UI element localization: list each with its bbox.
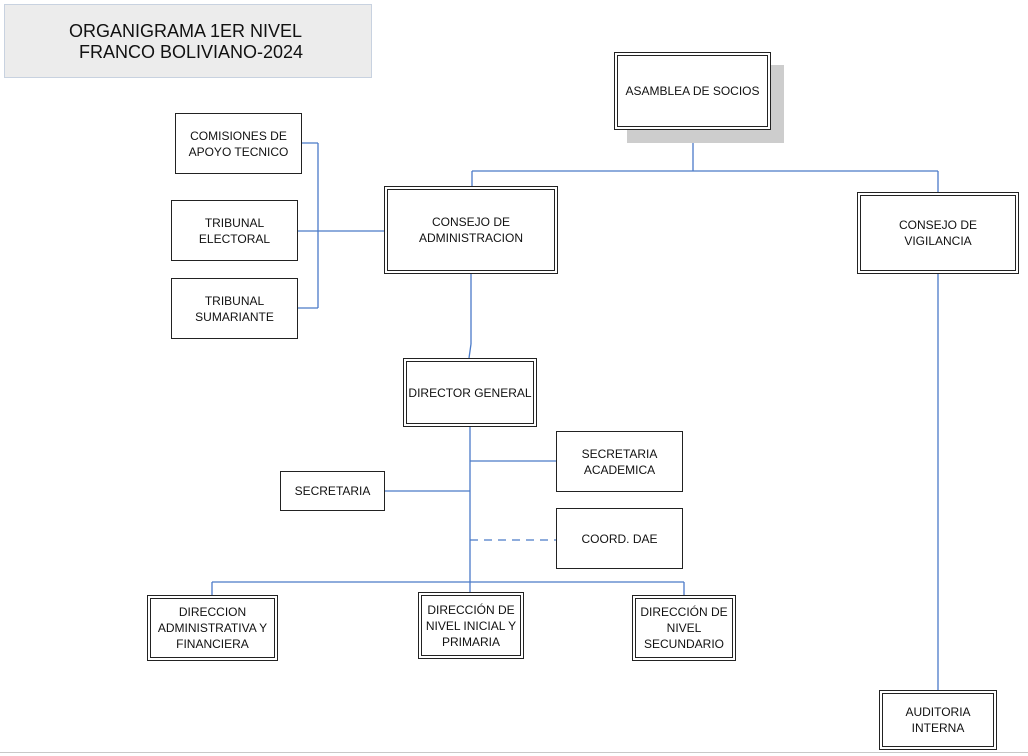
node-director-general[interactable]: DIRECTOR GENERAL — [403, 358, 537, 427]
chart-title-line1: ORGANIGRAMA 1ER NIVEL — [69, 21, 303, 41]
node-label: CONSEJO DE ADMINISTRACION — [418, 215, 523, 245]
node-direccion-nivel-secundario[interactable]: DIRECCIÓN DE NIVEL SECUNDARIO — [632, 595, 736, 661]
node-label: CONSEJO DE VIGILANCIA — [898, 218, 977, 248]
node-consejo-de-administracion[interactable]: CONSEJO DE ADMINISTRACION — [384, 186, 558, 274]
chart-title: ORGANIGRAMA 1ER NIVEL FRANCO BOLIVIANO-2… — [4, 4, 372, 78]
node-auditoria-interna[interactable]: AUDITORIA INTERNA — [879, 690, 997, 750]
node-tribunal-sumariante[interactable]: TRIBUNAL SUMARIANTE — [171, 278, 298, 339]
node-tribunal-electoral[interactable]: TRIBUNAL ELECTORAL — [171, 200, 298, 261]
chart-title-line2: FRANCO BOLIVIANO-2024 — [79, 42, 304, 62]
node-secretaria[interactable]: SECRETARIA — [280, 471, 385, 511]
node-label: SECRETARIA — [294, 484, 371, 498]
node-label: AUDITORIA INTERNA — [905, 705, 971, 735]
node-coord-dae[interactable]: COORD. DAE — [556, 508, 683, 569]
node-label: COORD. DAE — [581, 531, 658, 546]
node-consejo-de-vigilancia[interactable]: CONSEJO DE VIGILANCIA — [857, 192, 1019, 274]
node-direccion-administrativa-financiera[interactable]: DIRECCION ADMINISTRATIVA Y FINANCIERA — [147, 595, 278, 661]
connector-admin-director-2 — [468, 343, 472, 359]
node-label: TRIBUNAL SUMARIANTE — [195, 293, 274, 324]
node-secretaria-academica[interactable]: SECRETARIA ACADEMICA — [556, 431, 683, 492]
node-comisiones-apoyo-tecnico[interactable]: COMISIONES DE APOYO TECNICO — [175, 113, 302, 174]
node-label: DIRECCIÓN DE NIVEL SECUNDARIO — [640, 605, 728, 651]
node-label: DIRECCIÓN DE NIVEL INICIAL Y PRIMARIA — [425, 602, 517, 649]
node-label: SECRETARIA ACADEMICA — [581, 446, 658, 477]
node-asamblea-de-socios[interactable]: ASAMBLEA DE SOCIOS — [614, 52, 771, 130]
node-label: TRIBUNAL ELECTORAL — [198, 215, 271, 246]
node-label: ASAMBLEA DE SOCIOS — [625, 84, 760, 98]
node-label: DIRECTOR GENERAL — [408, 385, 532, 400]
node-label: DIRECCION ADMINISTRATIVA Y FINANCIERA — [157, 605, 268, 651]
node-label: COMISIONES DE APOYO TECNICO — [188, 128, 289, 159]
node-direccion-nivel-inicial-primaria[interactable]: DIRECCIÓN DE NIVEL INICIAL Y PRIMARIA — [418, 592, 524, 659]
bottom-divider — [0, 752, 1028, 753]
